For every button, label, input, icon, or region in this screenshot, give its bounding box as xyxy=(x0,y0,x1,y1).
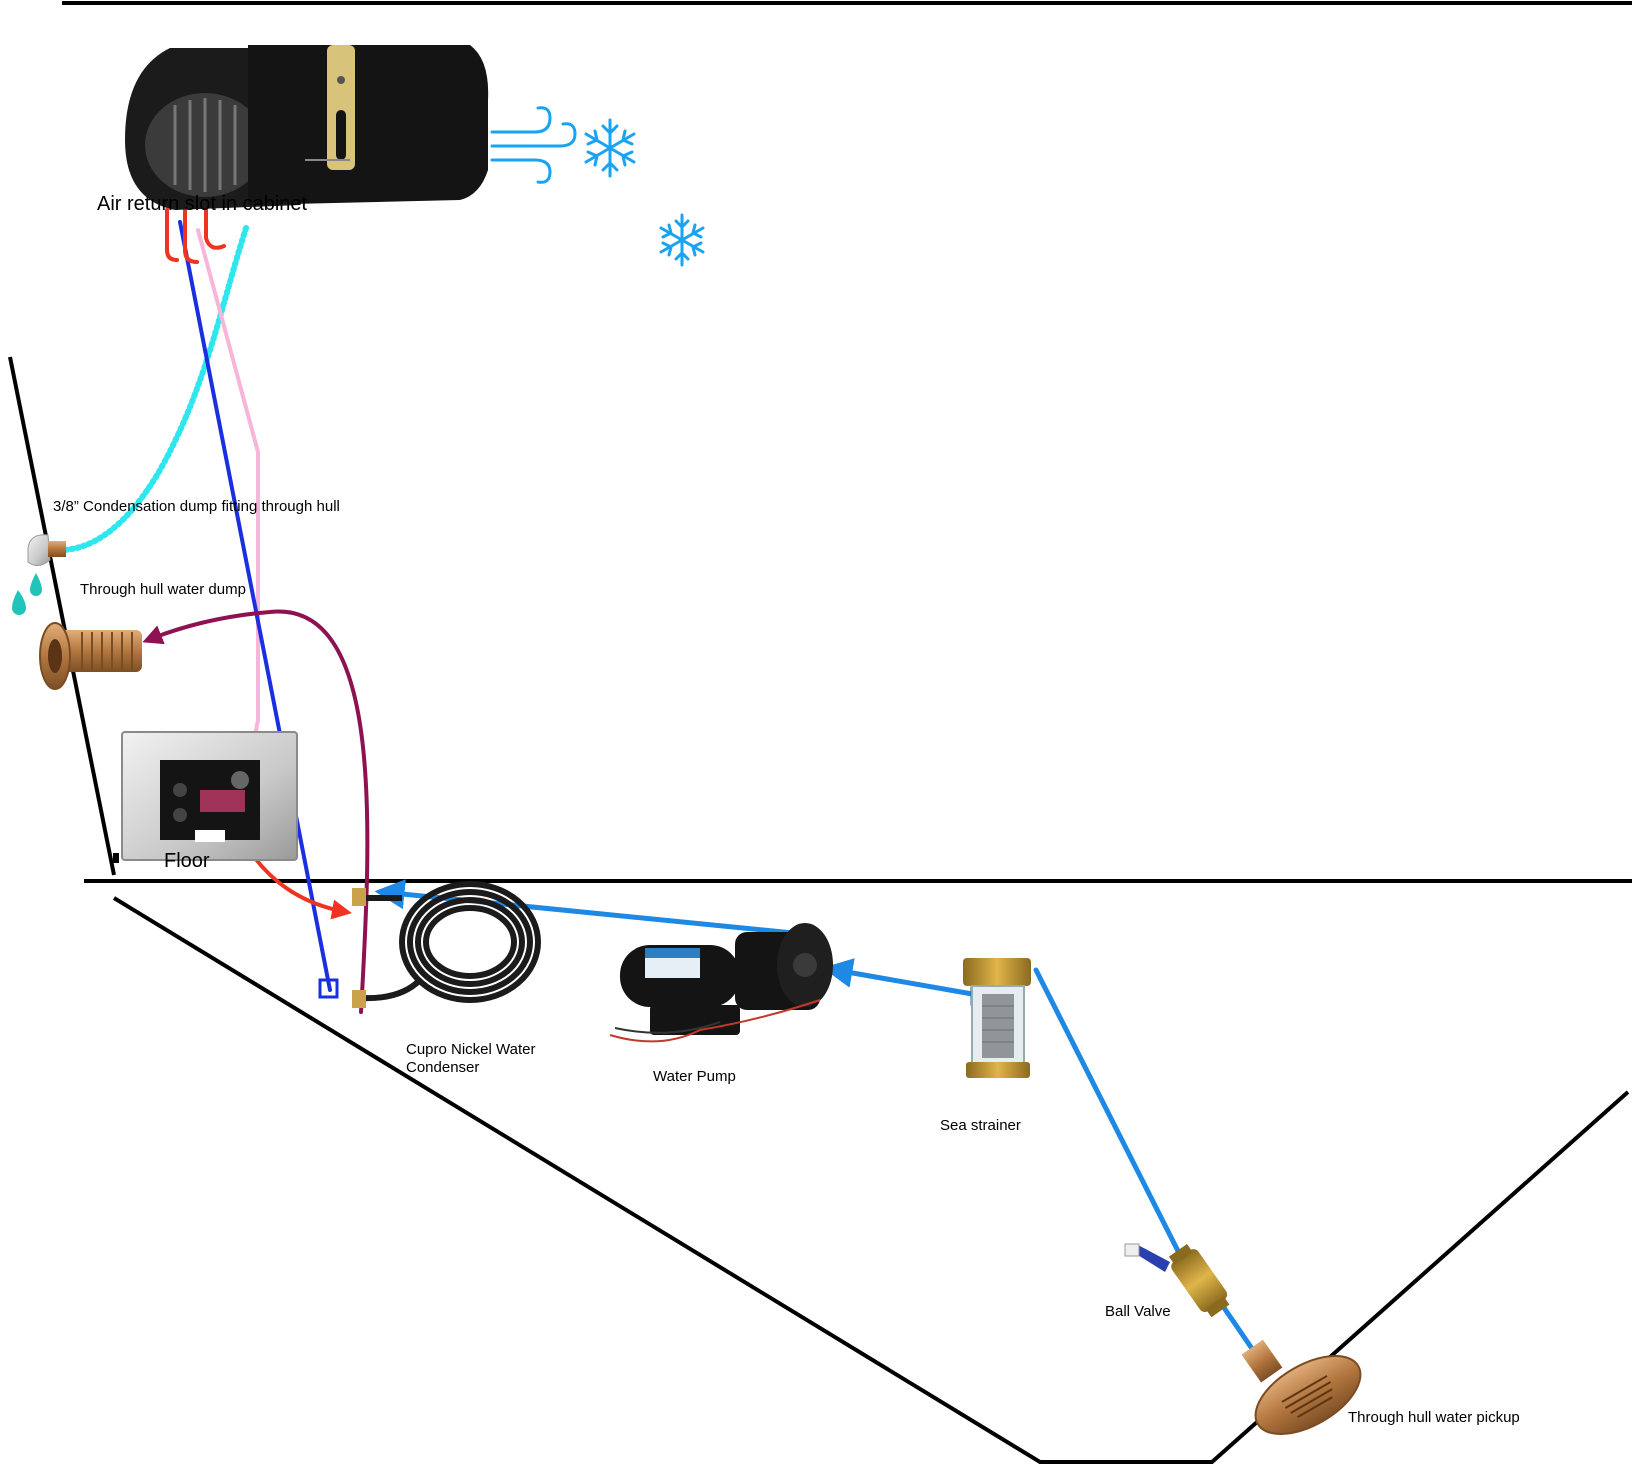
hull-side-line xyxy=(8,356,116,876)
condenser-label-line2: Condenser xyxy=(406,1059,479,1076)
raw-water-line-pump xyxy=(374,879,806,937)
hull-outline xyxy=(8,1,1632,1464)
hull-bottom-line xyxy=(112,896,1630,1464)
valve-handle xyxy=(1133,1245,1170,1272)
through-hull-pickup-label: Through hull water pickup xyxy=(1348,1409,1520,1426)
ball-valve-label: Ball Valve xyxy=(1105,1303,1171,1320)
air-handler-cabinet xyxy=(248,45,489,205)
raw-water-line-valve xyxy=(1033,967,1183,1258)
floor-stub xyxy=(113,853,119,863)
air-handler-unit xyxy=(125,45,489,210)
raw-water-line-strainer xyxy=(822,958,981,998)
control-box xyxy=(121,731,298,861)
valve-handle-grip xyxy=(1124,1243,1140,1257)
water-pump-label: Water Pump xyxy=(653,1068,736,1085)
water-condenser-coil xyxy=(352,881,541,1008)
through-hull-dump-label: Through hull water dump xyxy=(80,581,246,598)
through-hull-pickup-fitting xyxy=(1241,1339,1362,1435)
pump-wires xyxy=(609,999,821,1043)
floor-label: Floor xyxy=(164,850,210,872)
discharge-line xyxy=(142,609,370,1014)
snowflake-icon xyxy=(659,213,705,267)
sea-strainer xyxy=(963,958,1031,1078)
ball-valve xyxy=(1168,1243,1230,1318)
condensate-line xyxy=(57,225,249,553)
water-drop-icon xyxy=(12,573,42,615)
wind-icon xyxy=(490,106,577,184)
condensation-dump-label: 3/8” Condensation dump fitting through h… xyxy=(53,498,340,515)
through-hull-dump-fitting xyxy=(39,622,142,690)
refrigerant-hooks xyxy=(165,208,226,264)
refrigerant-line-blue xyxy=(178,220,332,992)
air-return-label: Air return slot in cabinet xyxy=(97,193,308,215)
sea-strainer-label: Sea strainer xyxy=(940,1117,1021,1134)
water-pump xyxy=(609,923,833,1043)
mounting-bracket xyxy=(327,45,355,170)
blue-line-fitting xyxy=(318,978,339,999)
condenser-label-line1: Cupro Nickel Water xyxy=(406,1041,535,1058)
snowflake-icon xyxy=(584,118,636,178)
condensation-dump-fitting xyxy=(27,534,66,566)
